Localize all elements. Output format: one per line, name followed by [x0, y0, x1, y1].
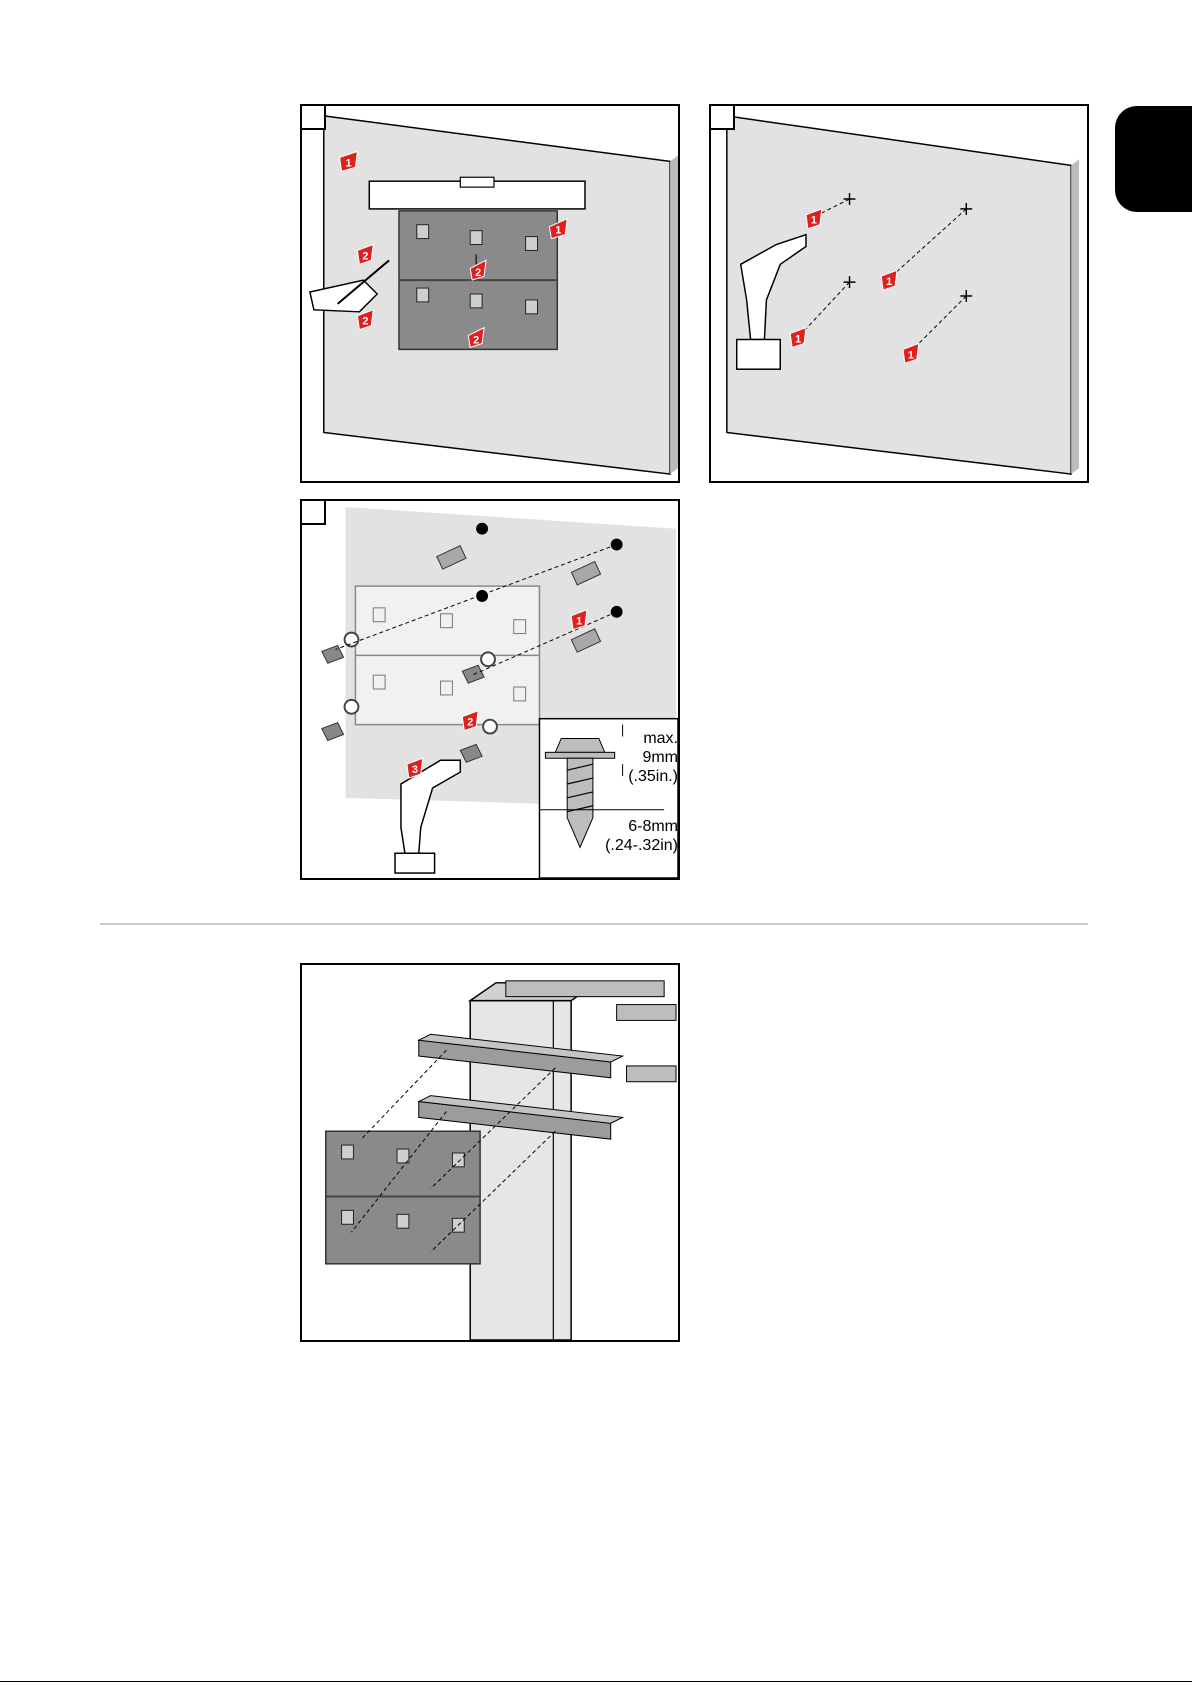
mounting-bracket	[355, 586, 539, 725]
screw-diameter-spec: 6-8mm (.24-.32in)	[596, 817, 678, 855]
page-bottom-rule	[0, 1681, 1192, 1682]
mark-drill-holes-illustration: 1 1 2 2 2 2	[302, 106, 678, 481]
figure-drill-holes: 1 1 1 1	[709, 104, 1089, 483]
pole-mounting-illustration	[302, 965, 678, 1340]
figure-pole-mounting	[300, 963, 680, 1342]
chapter-tab	[1115, 106, 1192, 212]
figure-mark-wall: 1 1 2 2 2 2	[300, 104, 680, 483]
callout-step-1: 1	[886, 276, 892, 288]
spec-max-metric: 9mm	[608, 748, 678, 767]
callout-step-2: 2	[473, 334, 479, 346]
screw-head-height-spec: max. 9mm (.35in.)	[608, 729, 678, 786]
spec-max-imperial: (.35in.)	[608, 767, 678, 786]
section-divider	[100, 923, 1088, 925]
mounting-pole	[470, 983, 597, 1340]
callout-step-1: 1	[811, 215, 817, 227]
step-number-box	[302, 501, 326, 525]
spec-diameter-metric: 6-8mm	[596, 817, 678, 836]
callout-step-1: 1	[908, 349, 914, 361]
callout-step-2: 2	[467, 717, 473, 729]
mounting-bracket	[326, 1131, 480, 1264]
figure-fasten-bracket: 1 2 3 max. 9mm (.35in.) 6-8mm (.24-.32in…	[300, 499, 680, 880]
step-number-box	[302, 106, 326, 130]
spec-max-label: max.	[608, 729, 678, 748]
callout-step-1: 1	[555, 225, 561, 237]
step-number-box	[711, 106, 735, 130]
mounting-bracket	[399, 211, 557, 350]
callout-step-1: 1	[576, 616, 582, 628]
callout-step-2: 2	[362, 316, 368, 328]
callout-step-1: 1	[346, 157, 352, 169]
callout-step-2: 2	[475, 267, 481, 279]
callout-step-2: 2	[362, 250, 368, 262]
callout-step-1: 1	[795, 333, 801, 345]
callout-step-3: 3	[412, 764, 418, 776]
spec-diameter-imperial: (.24-.32in)	[596, 836, 678, 855]
drill-holes-illustration: 1 1 1 1	[711, 106, 1087, 481]
